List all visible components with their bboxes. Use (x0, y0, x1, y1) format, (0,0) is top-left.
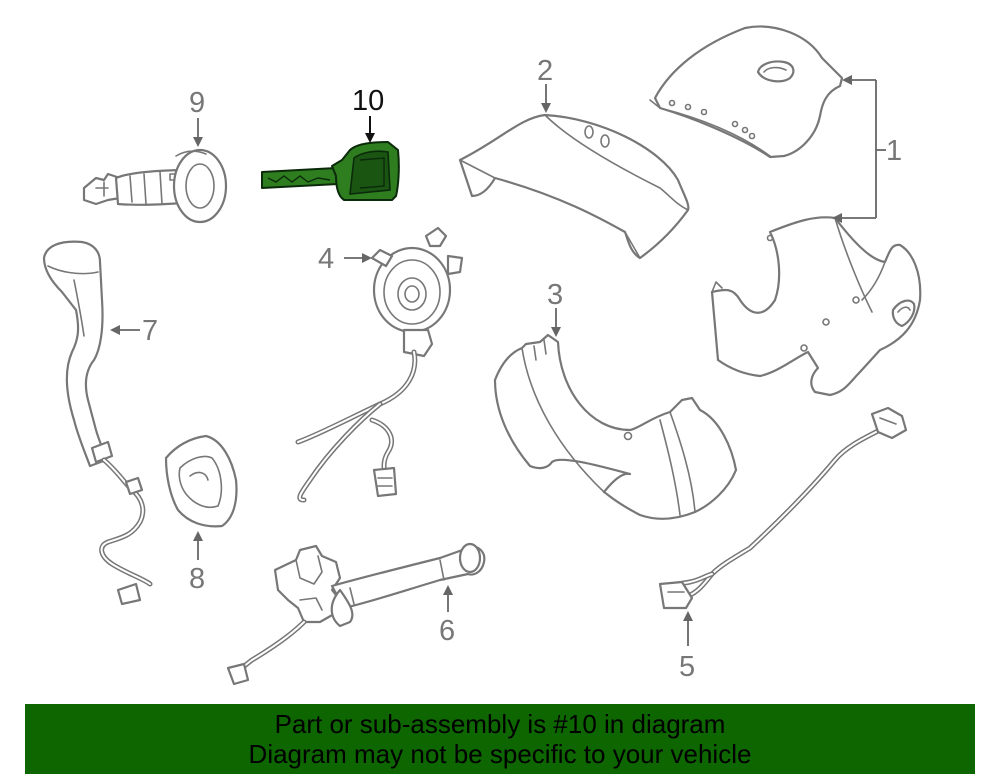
callout-labels: 1 2 3 4 5 6 7 8 9 10 (142, 55, 902, 683)
callout-6: 6 (439, 615, 455, 647)
callout-7: 7 (142, 315, 158, 347)
callout-3: 3 (547, 279, 563, 311)
footer-line-2: Diagram may not be specific to your vehi… (248, 739, 752, 769)
part-2-trim-shroud[interactable] (458, 113, 690, 260)
callout-1: 1 (886, 135, 902, 167)
leader-lines (110, 75, 886, 646)
callout-9: 9 (189, 87, 205, 119)
part-6-multifunction-switch[interactable] (226, 542, 486, 686)
part-4-clockspring[interactable] (295, 226, 464, 503)
callout-5: 5 (679, 651, 695, 683)
footer-banner: Part or sub-assembly is #10 in diagram D… (25, 704, 975, 774)
callout-2: 2 (537, 55, 553, 87)
callout-4: 4 (318, 243, 334, 275)
part-7-shift-lever[interactable] (42, 240, 153, 606)
footer-line-1: Part or sub-assembly is #10 in diagram (274, 709, 726, 739)
part-10-key[interactable] (261, 141, 400, 201)
part-1-column-cover[interactable] (649, 25, 922, 397)
part-9-lock-cylinder[interactable] (82, 148, 228, 224)
callout-10: 10 (352, 85, 384, 117)
callout-8: 8 (189, 563, 205, 595)
part-3-lower-shroud[interactable] (493, 333, 738, 520)
part-5-harness[interactable] (658, 406, 908, 610)
parts-diagram: 1 2 3 4 5 6 7 8 9 10 (42, 25, 922, 686)
part-8-bezel[interactable] (164, 434, 238, 528)
